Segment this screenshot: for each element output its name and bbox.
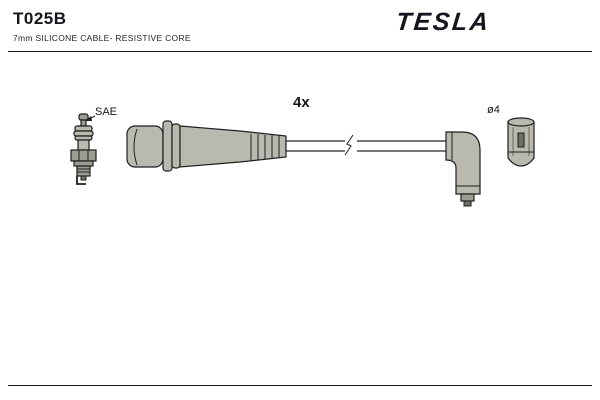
footer-divider — [8, 385, 592, 386]
header-divider — [8, 51, 592, 52]
part-number: T025B — [13, 9, 67, 28]
cable-wire-illustration — [285, 134, 449, 156]
cable-break-symbol — [344, 134, 354, 156]
straight-boot-illustration — [126, 120, 287, 172]
sae-arrowhead — [85, 116, 92, 121]
quantity-label: 4x — [293, 94, 310, 111]
terminal-sleeve-illustration — [507, 117, 535, 167]
cable-description: 7mm SILICONE CABLE- RESISTIVE CORE — [13, 33, 191, 43]
spark-plug-illustration — [70, 113, 97, 185]
diameter-label: ø4 — [487, 104, 500, 116]
angled-boot-illustration — [445, 131, 481, 207]
sae-label: SAE — [95, 106, 118, 118]
